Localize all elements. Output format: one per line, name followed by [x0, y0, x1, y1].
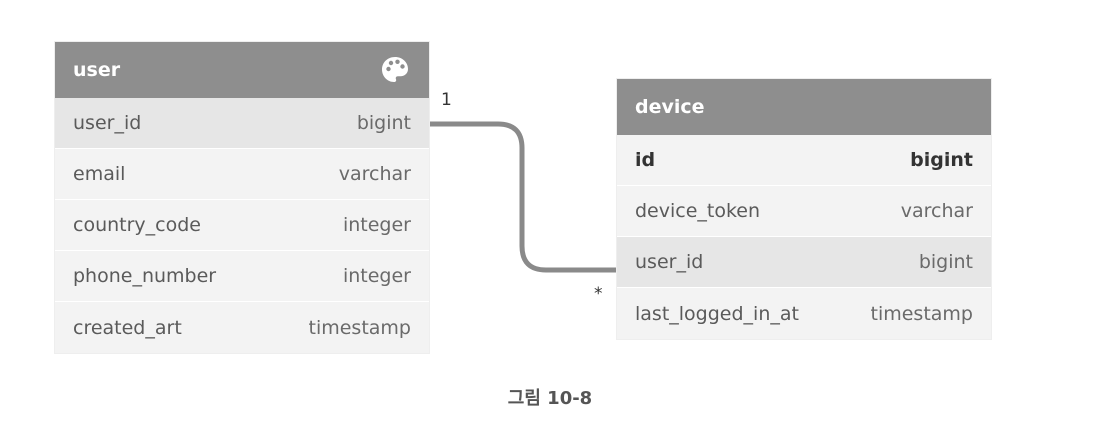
column-name: user_id	[73, 112, 142, 134]
user-column-row[interactable]: created_art timestamp	[55, 302, 429, 353]
column-type: bigint	[918, 251, 973, 273]
device-table-title: device	[635, 96, 705, 118]
cardinality-many-label: *	[594, 284, 603, 304]
column-type: varchar	[900, 200, 973, 222]
column-type: integer	[342, 265, 411, 287]
column-name: last_logged_in_at	[635, 302, 799, 325]
device-column-row[interactable]: device_token varchar	[617, 186, 991, 237]
column-type: bigint	[910, 149, 973, 171]
column-name: device_token	[635, 200, 761, 222]
user-table-header[interactable]: user	[55, 42, 429, 98]
device-column-row[interactable]: user_id bigint	[617, 237, 991, 288]
user-column-row[interactable]: email varchar	[55, 149, 429, 200]
column-name: country_code	[73, 214, 201, 236]
column-type: varchar	[338, 163, 411, 185]
column-type: timestamp	[870, 302, 974, 325]
device-table[interactable]: device id bigint device_token varchar us…	[617, 79, 991, 339]
user-column-row[interactable]: country_code integer	[55, 200, 429, 251]
column-name: created_art	[73, 316, 182, 339]
column-type: bigint	[356, 112, 411, 134]
user-column-row[interactable]: phone_number integer	[55, 251, 429, 302]
column-type: integer	[342, 214, 411, 236]
column-name: phone_number	[73, 265, 217, 287]
device-column-row[interactable]: id bigint	[617, 135, 991, 186]
column-name: email	[73, 163, 126, 185]
user-table[interactable]: user user_id bigint email varchar countr…	[55, 42, 429, 353]
user-column-row[interactable]: user_id bigint	[55, 98, 429, 149]
device-column-row[interactable]: last_logged_in_at timestamp	[617, 288, 991, 339]
user-table-title: user	[73, 59, 121, 81]
column-name: user_id	[635, 251, 704, 273]
relationship-line	[429, 121, 617, 273]
figure-caption: 그림 10-8	[507, 388, 593, 409]
palette-icon[interactable]	[379, 54, 411, 86]
column-type: timestamp	[308, 316, 412, 339]
device-table-header[interactable]: device	[617, 79, 991, 135]
cardinality-one-label: 1	[441, 90, 452, 110]
column-name: id	[635, 149, 656, 171]
